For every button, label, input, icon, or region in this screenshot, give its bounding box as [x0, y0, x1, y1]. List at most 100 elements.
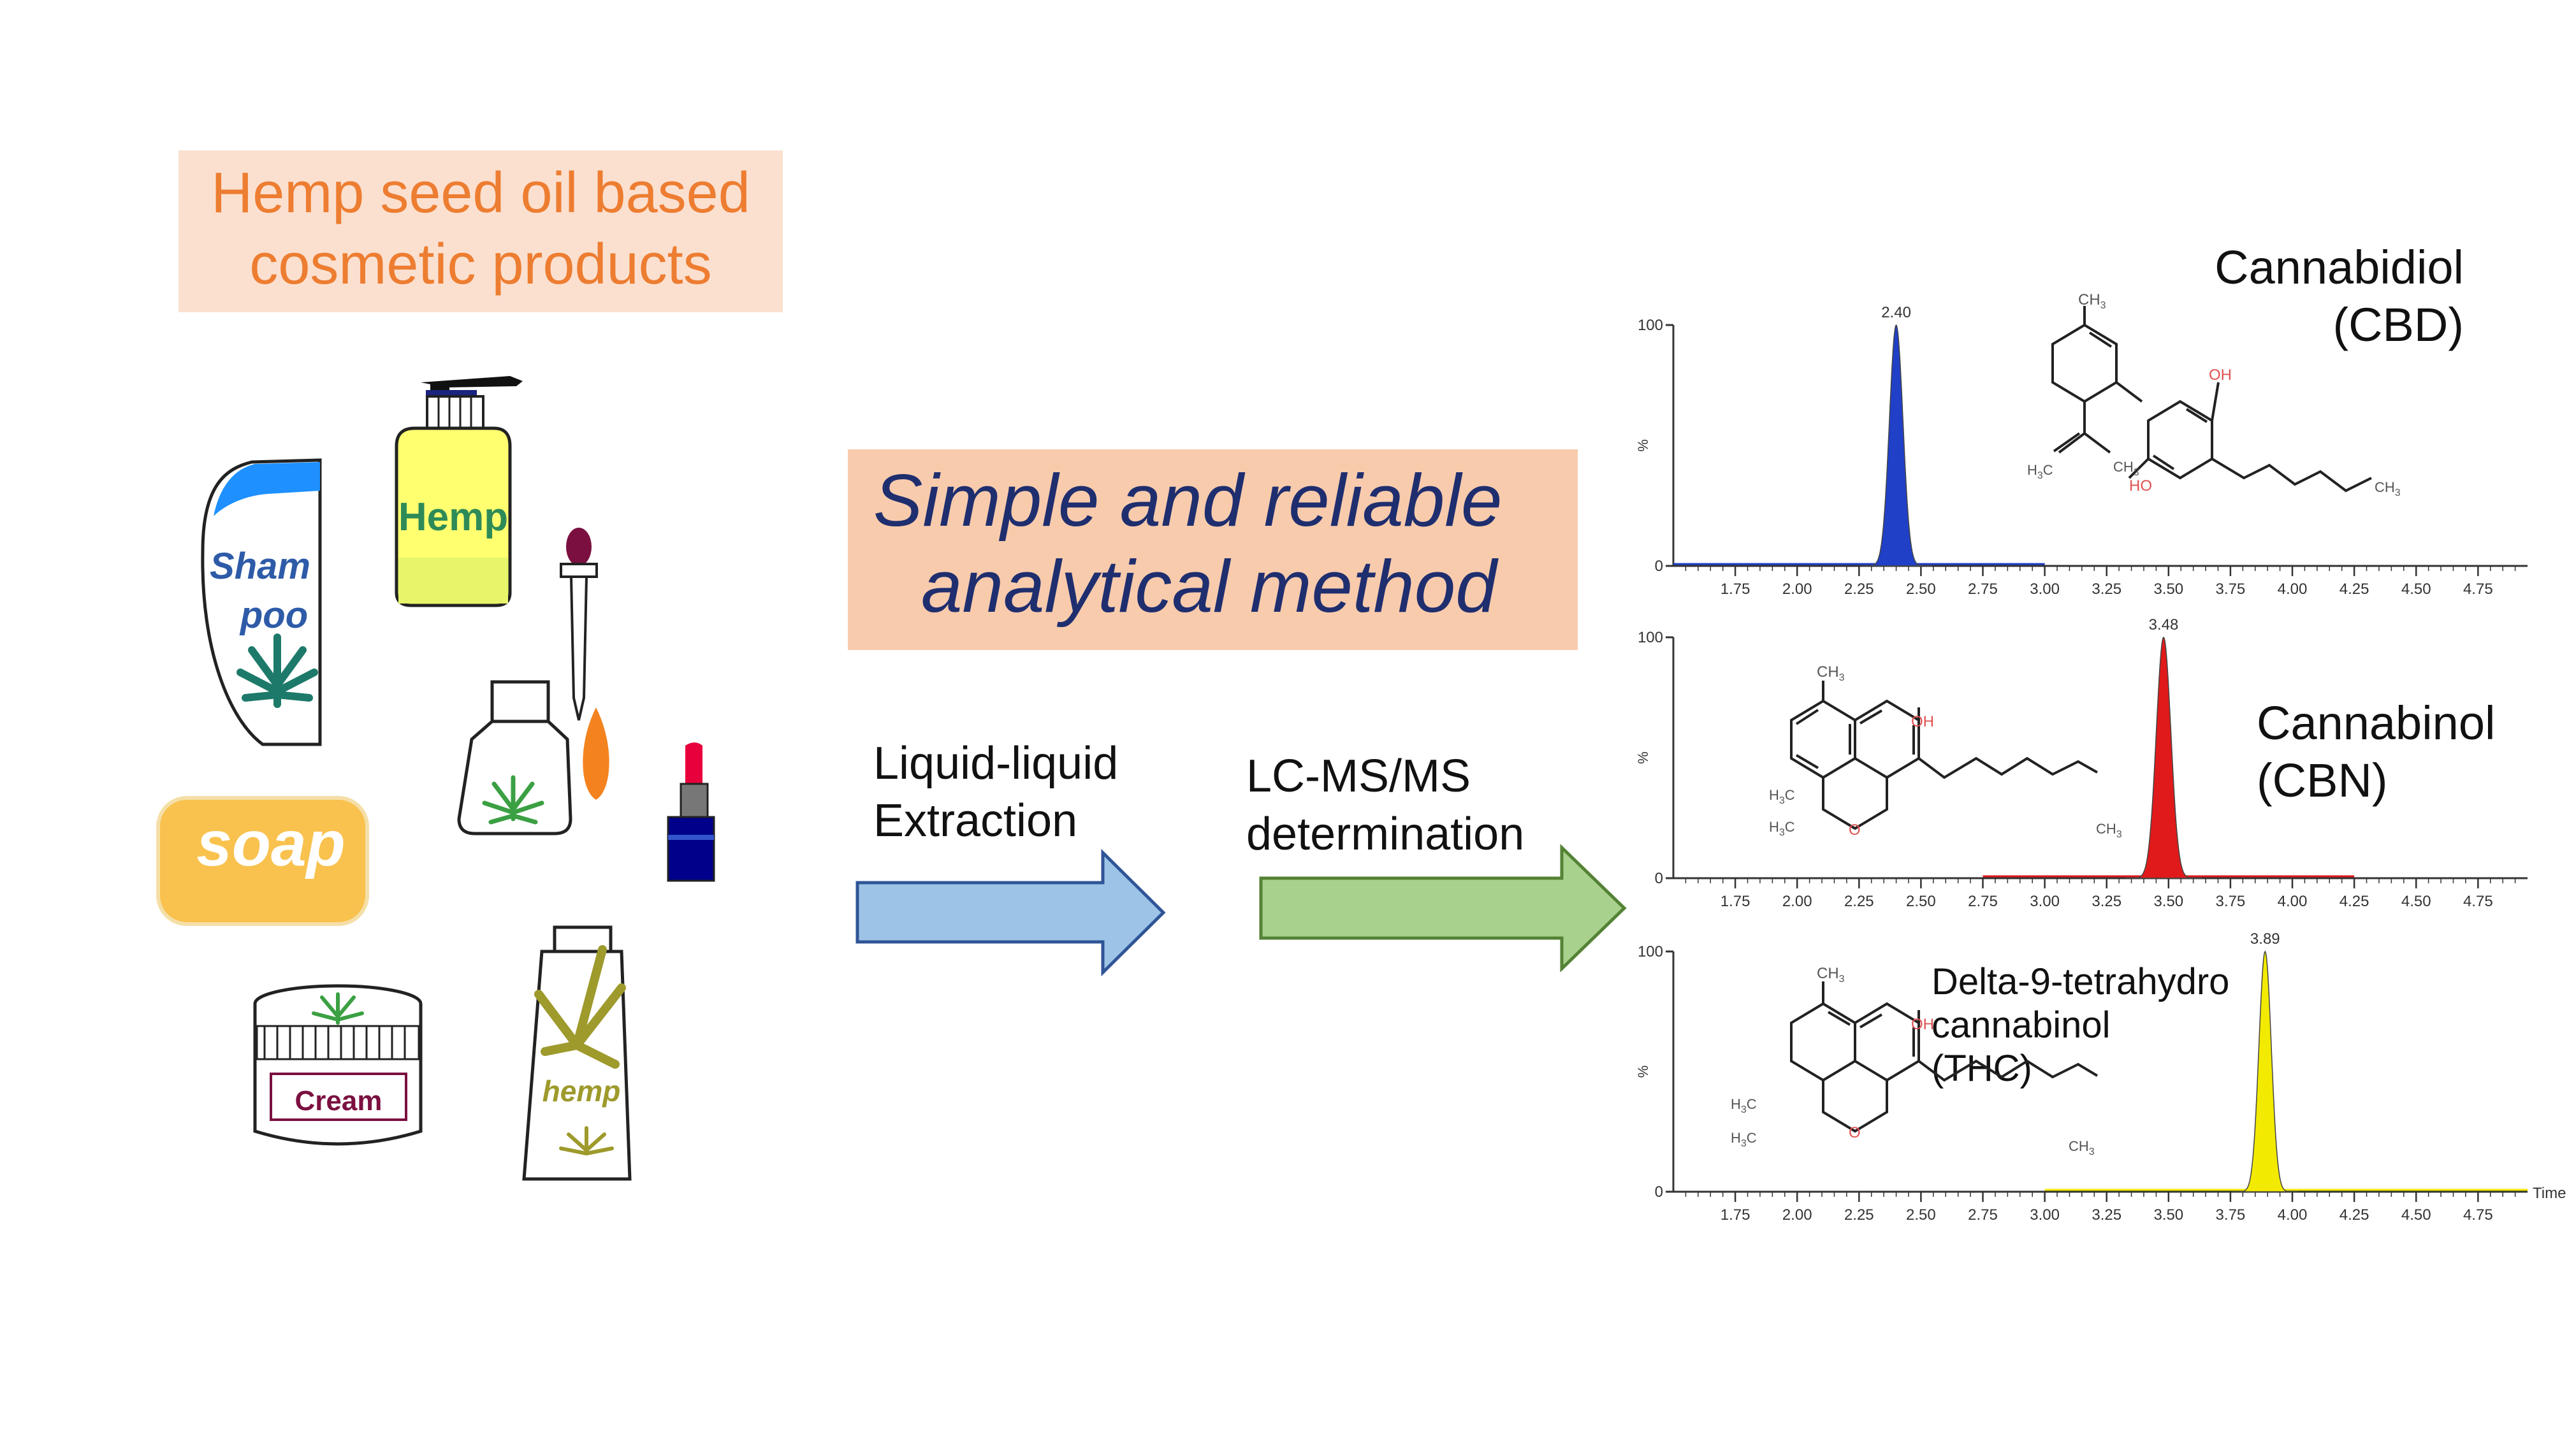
svg-text:CH3: CH3	[2375, 479, 2401, 498]
y-tick-label: 100	[1638, 629, 1663, 646]
x-tick-label: 1.75	[1721, 893, 1750, 910]
thc-structure	[1790, 981, 2099, 1133]
step2-line2: determination	[1246, 809, 1524, 860]
cbn-name-line2: (CBN)	[2257, 754, 2388, 807]
hemp-leaf-icon	[236, 633, 318, 708]
x-tick-label: 4.00	[2278, 893, 2308, 910]
thc-o-label: O	[1849, 1124, 1861, 1141]
x-tick-label: 4.25	[2340, 1206, 2369, 1224]
svg-text:CH3: CH3	[1817, 965, 1845, 985]
x-tick-label: 2.00	[1782, 893, 1812, 910]
x-tick-label: 1.75	[1721, 581, 1750, 598]
thc-oh-label: OH	[1911, 1016, 1934, 1033]
x-tick-label: 3.75	[2216, 1206, 2246, 1224]
shampoo-label-line2: poo	[239, 595, 308, 636]
svg-text:CH3: CH3	[2069, 1138, 2095, 1157]
chromatograms: 0 100% 1.75 2.00 2.25 2.50 2.75 3.00 3.25 3.50 3.7…	[1635, 304, 2566, 1224]
products-title-box	[178, 150, 783, 312]
y-axis-label: %	[1635, 439, 1651, 452]
cbn-oh-label: OH	[1911, 713, 1934, 730]
lcms-arrow	[1259, 844, 1627, 973]
tube-icon: hemp	[522, 925, 632, 1181]
svg-text:CH3: CH3	[2113, 459, 2139, 478]
step1-line1: Liquid-liquid	[873, 738, 1118, 789]
x-tick-label: 4.75	[2463, 893, 2493, 910]
x-tick-label: 4.50	[2401, 893, 2431, 910]
x-tick-label: 4.75	[2463, 1206, 2493, 1224]
step1-line2: Extraction	[873, 795, 1077, 846]
x-tick-label: 3.50	[2153, 893, 2183, 910]
x-tick-label: 4.50	[2401, 1206, 2431, 1224]
x-tick-label: 3.50	[2153, 581, 2183, 598]
y-axis-label: %	[1635, 1066, 1651, 1078]
x-tick-label: 2.50	[1906, 893, 1936, 910]
method-box	[848, 449, 1578, 650]
cbd-oh-label: OH	[2209, 366, 2232, 384]
pump-bottle-label: Hemp	[398, 495, 508, 539]
serum-jar-icon	[457, 680, 572, 835]
x-tick-label: 2.25	[1844, 893, 1874, 910]
x-tick-label: 3.25	[2092, 1206, 2121, 1224]
x-tick-label: 2.25	[1844, 581, 1874, 598]
pump-bottle-icon: Hemp	[395, 376, 523, 607]
x-tick-label: 2.00	[1782, 1206, 1812, 1224]
peak	[2125, 636, 2202, 879]
x-tick-label: 2.75	[1968, 893, 1998, 910]
x-tick-label: 2.75	[1968, 1206, 1998, 1224]
thc-name-line1: Delta-9-tetrahydro	[1932, 961, 2229, 1002]
x-tick-label: 3.00	[2030, 581, 2060, 598]
tube-hemp-leaf-icon	[534, 945, 626, 1069]
products-panel: Hemp seed oil based cosmetic products Sh…	[156, 150, 783, 1181]
peak-label: 3.48	[2149, 616, 2179, 633]
cbn-o-label: O	[1849, 821, 1861, 839]
cbd-structure-labels: CH3 OH HO CH3 H3C CH3	[2027, 291, 2401, 498]
cbd-name-line2: (CBD)	[2332, 298, 2464, 351]
x-tick-label: 4.25	[2340, 581, 2369, 598]
tube-label: hemp	[542, 1074, 621, 1108]
x-tick-label: 2.75	[1968, 581, 1998, 598]
x-tick-label: 4.75	[2463, 581, 2493, 598]
tube-small-leaf-icon	[559, 1126, 614, 1155]
svg-text:CH3: CH3	[2078, 291, 2106, 311]
x-tick-label: 3.75	[2216, 893, 2246, 910]
x-tick-label: 2.00	[1782, 581, 1812, 598]
method-line1: Simple and reliable	[873, 459, 1503, 542]
x-tick-label: 1.75	[1721, 1206, 1750, 1224]
cbd-structure	[2051, 306, 2372, 493]
products-title-line2: cosmetic products	[249, 233, 711, 296]
y-tick-label: 0	[1655, 870, 1663, 887]
cbd-name-line1: Cannabidiol	[2215, 241, 2464, 294]
x-tick-label: 2.25	[1844, 1206, 1874, 1224]
method-line2: analytical method	[921, 545, 1499, 628]
x-tick-label: 3.00	[2030, 1206, 2060, 1224]
soap-label: soap	[196, 808, 345, 879]
x-tick-label: 3.25	[2092, 581, 2121, 598]
thc-structure-labels: CH3 OH O H3C H3C CH3	[1731, 965, 2095, 1157]
shampoo-label-line1: Sham	[210, 546, 310, 587]
lipstick-icon	[667, 742, 715, 882]
x-tick-label: 4.00	[2278, 1206, 2308, 1224]
x-tick-label: 2.50	[1906, 581, 1936, 598]
x-tick-label: 4.25	[2340, 893, 2369, 910]
x-tick-label: 4.00	[2278, 581, 2308, 598]
products-title-line1: Hemp seed oil based	[211, 161, 750, 225]
cream-hemp-leaf-icon	[312, 992, 364, 1025]
x-axis-label: Time	[2533, 1185, 2566, 1202]
cbd-ho-label: HO	[2129, 477, 2152, 495]
y-tick-label: 100	[1638, 943, 1663, 960]
extraction-arrow	[855, 849, 1166, 976]
y-tick-label: 0	[1655, 1183, 1663, 1201]
peak-label: 3.89	[2250, 930, 2280, 948]
x-tick-label: 3.25	[2092, 893, 2121, 910]
y-axis-label: %	[1635, 751, 1651, 764]
jar-hemp-leaf-icon	[482, 775, 544, 825]
x-tick-label: 3.50	[2153, 1206, 2183, 1224]
x-tick-label: 3.75	[2216, 581, 2246, 598]
svg-text:H3C: H3C	[2027, 462, 2053, 481]
x-tick-label: 4.50	[2401, 581, 2431, 598]
thc-name-line2: cannabinol	[1932, 1004, 2111, 1046]
y-tick-label: 100	[1638, 317, 1663, 334]
